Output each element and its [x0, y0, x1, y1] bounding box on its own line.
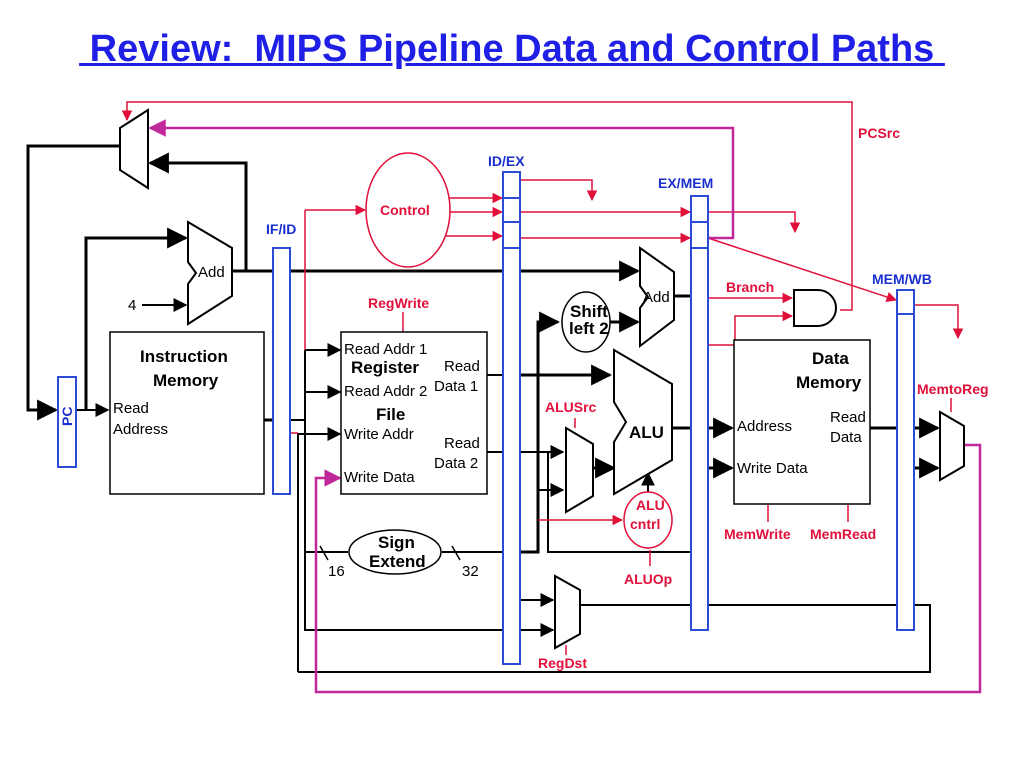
sign-extend-label: Sign [378, 533, 415, 552]
read-addr-2-label: Read Addr 2 [344, 383, 427, 400]
address-label: Address [737, 418, 792, 435]
ex-mem-register [690, 195, 709, 631]
id-ex-register [502, 171, 521, 665]
pc-label: PC [59, 407, 75, 426]
control-wires [121, 101, 964, 655]
memread-label: MemRead [810, 526, 876, 542]
memtoreg-label: MemtoReg [917, 381, 989, 397]
write-addr-label: Write Addr [344, 426, 414, 443]
pc-register [57, 376, 77, 468]
read-data-2-label: Read [444, 435, 480, 452]
if-adder [187, 220, 233, 326]
slide-title: Review: MIPS Pipeline Data and Control P… [79, 28, 945, 70]
mem-read-data-label: Read [830, 409, 866, 426]
read-address-label: Read [113, 400, 149, 417]
aluop-label: ALUOp [624, 571, 672, 587]
instruction-memory-title2: Memory [153, 371, 219, 390]
sign-extend-label2: Extend [369, 552, 426, 571]
if-id-label: IF/ID [266, 221, 296, 237]
sign-extend-input-width: 16 [328, 563, 345, 580]
writeback-wires [148, 119, 982, 694]
data-memory-title: Data [812, 349, 849, 368]
read-data-1-label: Read [444, 358, 480, 375]
regdst-label: RegDst [538, 655, 587, 671]
shift-left-label: Shift [570, 302, 608, 321]
ex-mem-label: EX/MEM [658, 175, 713, 191]
branch-label: Branch [726, 279, 774, 295]
mem-wb-register [896, 289, 915, 631]
output-width-slash [451, 545, 461, 561]
shift-left-label2: left 2 [569, 319, 609, 338]
ex-adder [639, 246, 675, 349]
memwrite-label: MemWrite [724, 526, 791, 542]
read-address-label2: Address [113, 421, 168, 438]
id-ex-label: ID/EX [488, 153, 525, 169]
control-unit [365, 152, 451, 268]
memtoreg-mux [939, 410, 965, 482]
read-data-2-label2: Data 2 [434, 455, 478, 472]
input-width-slash [319, 545, 329, 561]
register-file-title2: File [376, 405, 405, 424]
data-memory-title2: Memory [796, 373, 862, 392]
alu [613, 348, 673, 496]
control-label: Control [380, 202, 430, 218]
mem-wb-label: MEM/WB [872, 271, 932, 287]
alu-control-label: ALU [636, 497, 665, 513]
datapath-wires [26, 144, 941, 673]
ex-adder-label: Add [643, 289, 670, 306]
pc-source-mux [119, 108, 149, 190]
register-file-title: Register [351, 358, 419, 377]
if-id-register [272, 247, 291, 495]
instruction-memory-title: Instruction [140, 347, 228, 366]
alusrc-label: ALUSrc [545, 399, 597, 415]
alu-label: ALU [629, 423, 664, 442]
alusrc-mux [565, 426, 594, 514]
read-data-1-label2: Data 1 [434, 378, 478, 395]
sign-extend [348, 529, 442, 575]
alu-control [623, 491, 673, 549]
if-adder-label: Add [198, 264, 225, 281]
read-addr-1-label: Read Addr 1 [344, 341, 427, 358]
shift-left-2 [561, 291, 611, 353]
alu-control-label2: cntrl [630, 516, 660, 532]
mem-read-data-label2: Data [830, 429, 862, 446]
regwrite-label: RegWrite [368, 295, 429, 311]
sign-extend-output-width: 32 [462, 563, 479, 580]
mem-write-data-label: Write Data [737, 460, 808, 477]
write-data-label: Write Data [344, 469, 415, 486]
branch-and-gate [793, 289, 837, 327]
instruction-memory [109, 331, 265, 495]
constant-four: 4 [128, 297, 136, 314]
regdst-mux [554, 574, 581, 650]
pcsrc-label: PCSrc [858, 125, 900, 141]
register-file [340, 331, 488, 495]
data-memory [733, 339, 871, 505]
